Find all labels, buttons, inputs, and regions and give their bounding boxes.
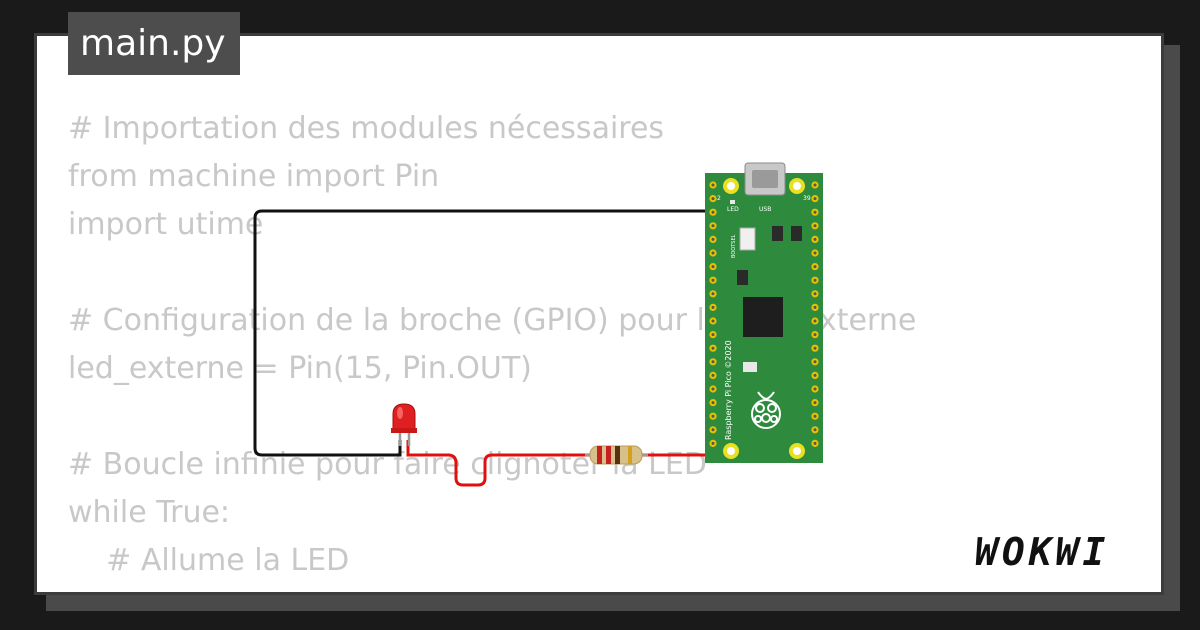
header-pin-hole xyxy=(711,210,715,214)
red-led[interactable] xyxy=(391,403,417,446)
wokwi-logo: WOKWI xyxy=(975,530,1110,574)
header-pin-hole xyxy=(711,401,715,405)
code-line: # Allume la LED xyxy=(68,543,350,578)
raspberry-pi-pico-board[interactable]: 2 39 LED USB BOOTSEL Raspberry Pi Pico ©… xyxy=(705,162,823,463)
header-pin-hole xyxy=(711,373,715,377)
bootsel-label: BOOTSEL xyxy=(731,234,737,258)
usb-label: USB xyxy=(759,206,771,213)
pin-label-top-left: 2 xyxy=(717,195,721,202)
header-pin-hole xyxy=(813,441,817,445)
header-pin-hole xyxy=(711,292,715,296)
pin-label-top-right: 39 xyxy=(803,195,811,202)
header-pin-hole xyxy=(711,428,715,432)
header-pin-hole xyxy=(813,346,817,350)
rp2040-chip xyxy=(743,297,783,337)
header-pin-hole xyxy=(711,319,715,323)
header-pin-hole xyxy=(813,210,817,214)
header-pin-hole xyxy=(711,278,715,282)
code-line: led_externe.value(1) xyxy=(68,585,916,592)
header-pin-hole xyxy=(711,346,715,350)
header-pin-hole xyxy=(813,387,817,391)
code-preview: # Importation des modules nécessaires fro… xyxy=(68,105,916,592)
header-pin-hole xyxy=(813,305,817,309)
header-pin-hole xyxy=(813,224,817,228)
code-line: from machine import Pin xyxy=(68,159,440,194)
header-pin-hole xyxy=(711,333,715,337)
header-pin-hole xyxy=(813,237,817,241)
header-pin-hole xyxy=(711,305,715,309)
header-pin-hole xyxy=(813,414,817,418)
header-pin-hole xyxy=(813,197,817,201)
board-model-text: Raspberry Pi Pico ©2020 xyxy=(724,340,733,440)
header-pin-hole xyxy=(711,387,715,391)
header-pin-hole xyxy=(813,278,817,282)
header-pin-hole xyxy=(813,333,817,337)
header-pin-hole xyxy=(813,183,817,187)
black-wire[interactable] xyxy=(253,209,713,457)
file-tab-main-py[interactable]: main.py xyxy=(68,12,240,75)
raspberry-logo-icon xyxy=(751,391,781,429)
header-pin-hole xyxy=(813,373,817,377)
bootsel-button xyxy=(739,227,756,251)
code-line: # Importation des modules nécessaires xyxy=(68,111,665,146)
header-pin-hole xyxy=(813,319,817,323)
header-pin-hole xyxy=(711,224,715,228)
right-pin-header xyxy=(811,181,819,447)
simulation-canvas[interactable]: # Importation des modules nécessaires fro… xyxy=(34,33,1164,595)
file-tab-label: main.py xyxy=(80,23,226,64)
header-pin-hole xyxy=(813,251,817,255)
header-pin-hole xyxy=(711,197,715,201)
code-line: # Boucle infinie pour faire clignoter la… xyxy=(68,447,707,482)
header-pin-hole xyxy=(813,360,817,364)
header-pin-hole xyxy=(711,183,715,187)
code-line: led_externe = Pin(15, Pin.OUT) xyxy=(68,351,532,386)
led-label: LED xyxy=(727,206,739,213)
header-pin-hole xyxy=(813,265,817,269)
code-line: import utime xyxy=(68,207,264,242)
header-pin-hole xyxy=(711,414,715,418)
header-pin-hole xyxy=(711,265,715,269)
header-pin-hole xyxy=(711,251,715,255)
resistor[interactable] xyxy=(585,445,648,465)
header-pin-hole xyxy=(711,360,715,364)
header-pin-hole xyxy=(813,292,817,296)
header-pin-hole xyxy=(813,401,817,405)
code-line: while True: xyxy=(68,495,231,530)
red-wire[interactable] xyxy=(406,440,713,487)
header-pin-hole xyxy=(711,441,715,445)
left-pin-header xyxy=(709,181,717,447)
header-pin-hole xyxy=(711,237,715,241)
header-pin-hole xyxy=(813,428,817,432)
